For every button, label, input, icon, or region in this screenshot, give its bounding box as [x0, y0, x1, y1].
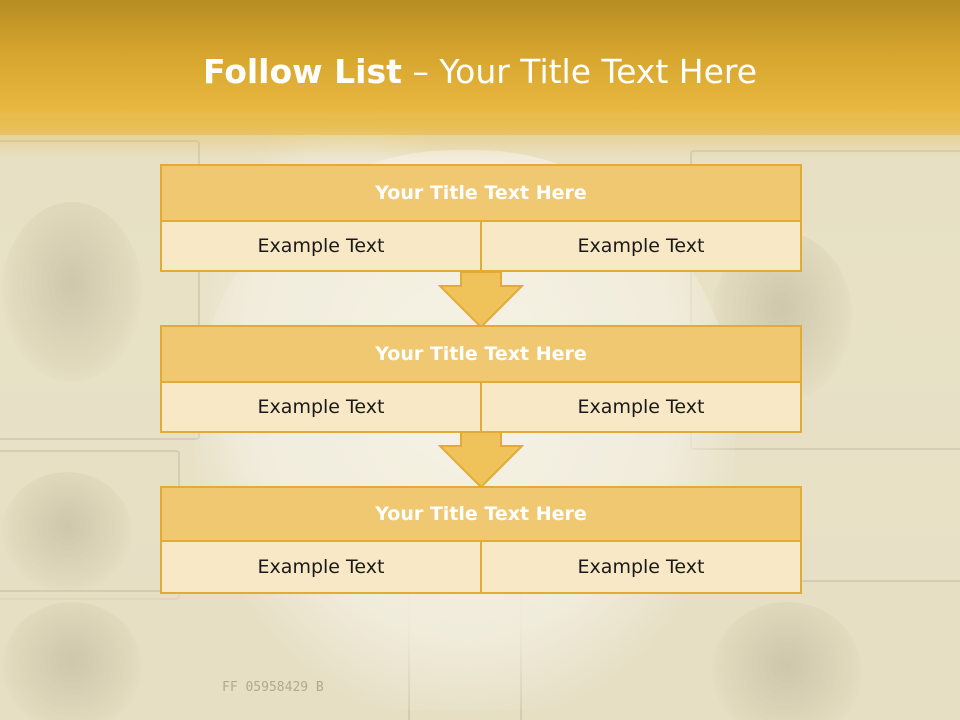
block-cell-left: Example Text: [160, 220, 482, 272]
bill-portrait: [2, 472, 132, 592]
slide-title: Follow List – Your Title Text Here: [0, 52, 960, 91]
block-title: Your Title Text Here: [160, 486, 802, 542]
block-cell-left: Example Text: [160, 540, 482, 594]
bill-portrait: [2, 602, 142, 720]
down-arrow-icon: [438, 272, 524, 328]
header-band: [0, 0, 960, 135]
block-cell-left: Example Text: [160, 381, 482, 433]
dollar-bill-mid-left: [0, 450, 180, 600]
header-fade: [0, 118, 960, 158]
slide-title-rest: – Your Title Text Here: [401, 52, 758, 91]
block-title: Your Title Text Here: [160, 164, 802, 222]
slide-title-bold: Follow List: [202, 52, 402, 91]
down-arrow-icon: [438, 432, 524, 488]
block-title: Your Title Text Here: [160, 325, 802, 383]
bill-serial: FF 05958429 B: [222, 680, 324, 695]
list-block-1: Your Title Text Here Example Text Exampl…: [160, 164, 802, 272]
block-cell-right: Example Text: [480, 220, 802, 272]
list-block-3: Your Title Text Here Example Text Exampl…: [160, 486, 802, 594]
block-cell-right: Example Text: [480, 381, 802, 433]
list-block-2: Your Title Text Here Example Text Exampl…: [160, 325, 802, 433]
block-cell-right: Example Text: [480, 540, 802, 594]
bill-portrait: [712, 602, 862, 720]
bill-portrait: [2, 202, 142, 382]
